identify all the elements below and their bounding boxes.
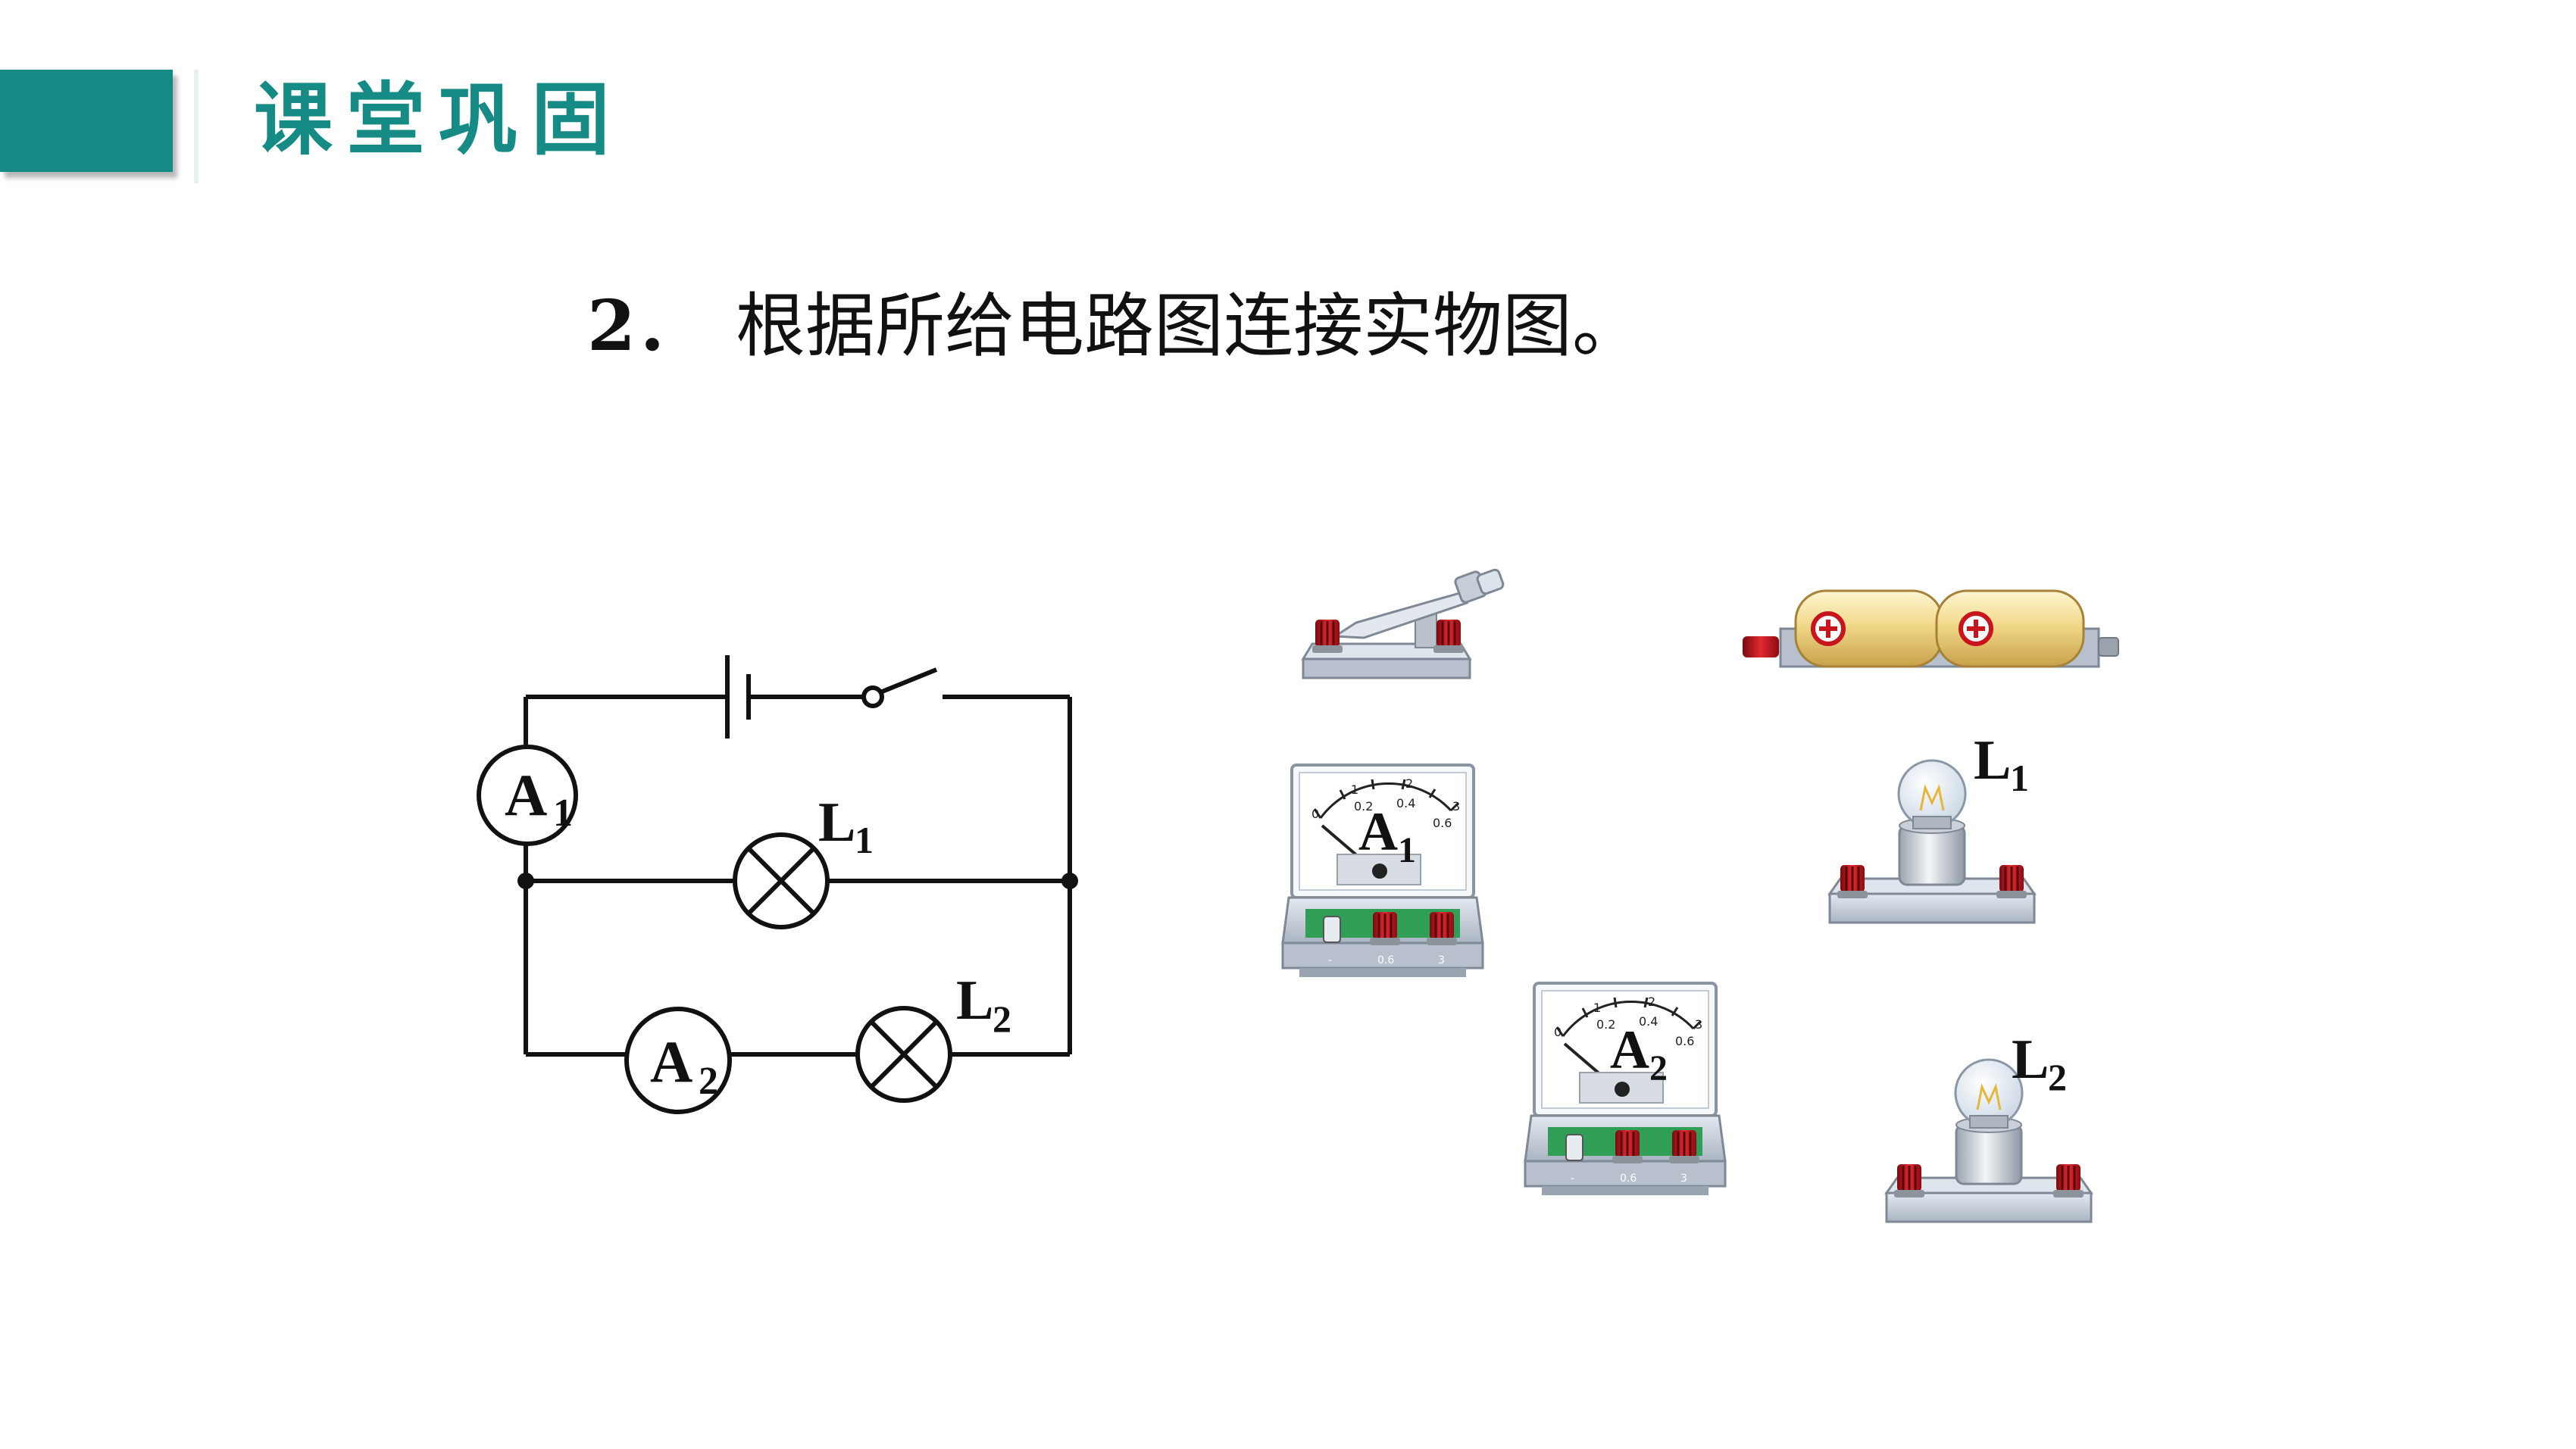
schematic-lamp-l2: L 2 — [855, 970, 1011, 1103]
circuit-schematic — [524, 655, 1072, 1057]
lamp-letter: L — [1974, 729, 2011, 792]
meter-subscript: 2 — [1649, 1048, 1668, 1088]
scale-label: 0 — [1554, 1025, 1562, 1039]
a2-subscript: 2 — [699, 1060, 718, 1103]
terminal-label: - — [1328, 954, 1332, 967]
ammeter-a1-component[interactable]: 0 1 2 3 0.2 0.4 0.6 A 1 - 0.6 3 — [1281, 764, 1484, 979]
junction-dots — [517, 873, 1078, 889]
scale-label: 3 — [1452, 799, 1460, 814]
meter-letter: A — [1610, 1020, 1649, 1080]
scale-label: 0.6 — [1675, 1034, 1694, 1048]
ammeter-a2-component[interactable]: 0 1 2 3 0.2 0.4 0.6 A 2 - 0.6 3 — [1524, 982, 1727, 1197]
lamp-l2-component[interactable]: L 2 — [1885, 1029, 2093, 1223]
plus-icon — [1811, 611, 1846, 646]
lamp-subscript: 2 — [2048, 1056, 2067, 1098]
a2-letter: A — [650, 1029, 692, 1095]
terminal-label: - — [1571, 1173, 1574, 1185]
schematic-lamp-l1: L 1 — [733, 792, 874, 929]
scale-label: 1 — [1593, 1001, 1601, 1015]
battery-pack-component[interactable] — [1743, 589, 2119, 668]
question-text: 2． 根据所给电路图连接实物图。 — [587, 280, 1642, 372]
lamp-subscript: 1 — [2010, 757, 2029, 799]
lamp-letter: L — [2012, 1029, 2049, 1091]
l1-letter: L — [818, 792, 855, 854]
schematic-ammeter-a2: A 2 — [624, 1007, 732, 1114]
plus-icon — [1959, 611, 1993, 646]
meter-letter: A — [1358, 801, 1398, 862]
scale-label: 2 — [1648, 995, 1655, 1009]
terminal-label: 3 — [1680, 1173, 1687, 1185]
page-title: 课堂巩固 — [254, 73, 624, 166]
a1-subscript: 1 — [553, 792, 573, 835]
scale-label: 0.4 — [1639, 1014, 1658, 1029]
scale-label: 0.4 — [1396, 796, 1415, 810]
terminal-label: 0.6 — [1620, 1173, 1637, 1185]
lamp-l1-component[interactable]: L 1 — [1828, 729, 2036, 924]
schematic-ammeter-a1: A 1 — [477, 745, 578, 846]
a1-letter: A — [505, 762, 547, 828]
scale-label: 0.2 — [1354, 799, 1373, 814]
question-number: 2． — [587, 285, 706, 367]
scale-label: 0.6 — [1433, 816, 1452, 830]
header-divider — [194, 70, 199, 183]
l2-letter: L — [956, 970, 993, 1032]
terminal-label: 0.6 — [1377, 954, 1394, 967]
meter-subscript: 1 — [1398, 830, 1416, 870]
l1-subscript: 1 — [855, 819, 874, 861]
scale-label: 0 — [1311, 807, 1319, 821]
junction-right — [1061, 873, 1078, 889]
l2-subscript: 2 — [993, 998, 1011, 1040]
header-accent-bar — [0, 70, 173, 172]
terminal-label: 3 — [1438, 954, 1445, 967]
knife-switch-component[interactable] — [1301, 568, 1505, 679]
junction-left — [517, 873, 534, 889]
scale-label: 0.2 — [1596, 1017, 1615, 1032]
scale-label: 2 — [1405, 776, 1413, 791]
scale-label: 3 — [1695, 1017, 1702, 1032]
scale-label: 1 — [1351, 782, 1358, 797]
question-body: 根据所给电路图连接实物图。 — [736, 286, 1643, 367]
